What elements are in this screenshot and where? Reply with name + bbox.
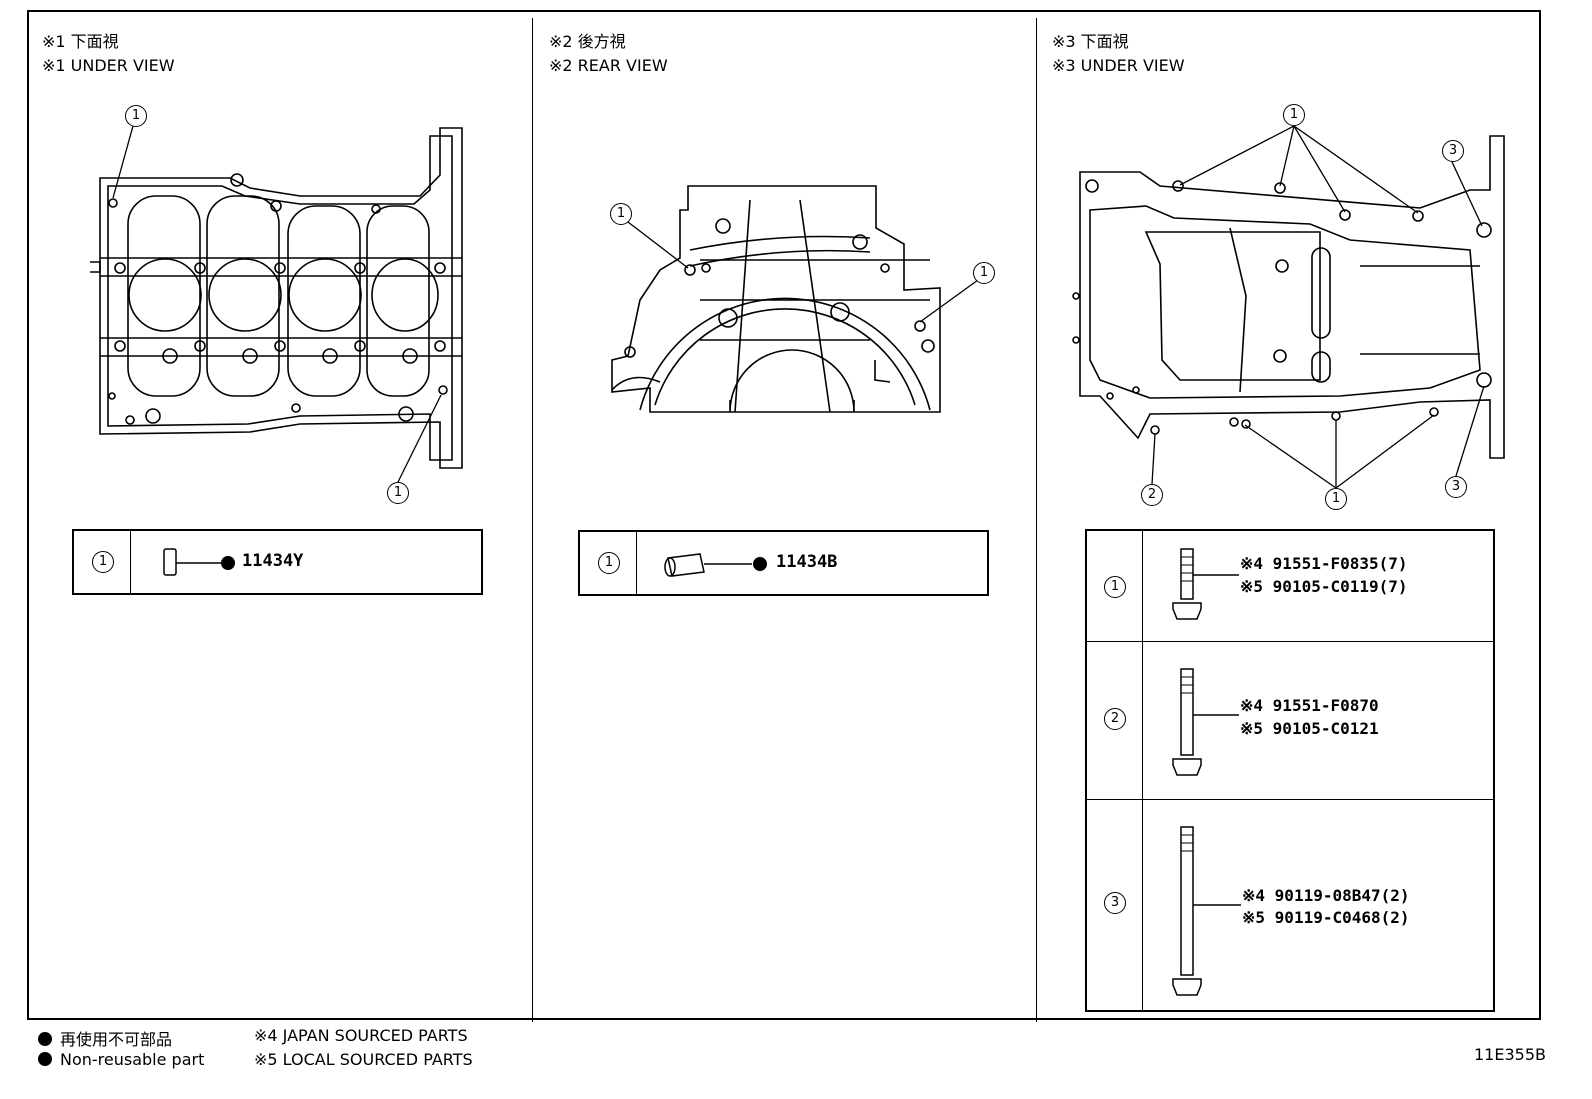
- bolt-row1-japan-part: ※4 91551-F0835(7): [1240, 554, 1408, 573]
- panel1-part-number: 11434Y: [242, 551, 304, 571]
- nonreusable-dot-icon: [38, 1052, 52, 1066]
- panel3-header: ※3 下面視 ※3 UNDER VIEW: [1052, 30, 1185, 78]
- panel-divider-2: [1036, 18, 1037, 1022]
- panel1-parts-table: 1 11434Y: [72, 529, 483, 595]
- callout-1-panel3-bottom: 1: [1325, 488, 1347, 510]
- panel2-header: ※2 後方視 ※2 REAR VIEW: [549, 30, 668, 78]
- callout-1-panel2-left: 1: [610, 203, 632, 225]
- bolt-row2-japan-part: ※4 91551-F0870: [1240, 696, 1379, 715]
- callout-1-panel2-right: 1: [973, 262, 995, 284]
- legend-nonreusable-en-row: Non-reusable part: [38, 1050, 204, 1069]
- panel3-header-en: ※3 UNDER VIEW: [1052, 56, 1185, 75]
- panel2-part-number: 11434B: [776, 552, 838, 572]
- panel2-table-index: 1: [598, 552, 620, 574]
- callout-1-panel3-top: 1: [1283, 104, 1305, 126]
- diagram-frame: [27, 10, 1541, 1020]
- short-flange-bolt-icon: [1172, 548, 1239, 620]
- panel3-bolt-table: 1 ※4 91551-F0835(7) ※5 90105-C0119(7) 2 …: [1085, 529, 1495, 1012]
- medium-flange-bolt-icon: [1172, 668, 1239, 776]
- dowel-pin-angled-icon: [664, 553, 767, 577]
- callout-3-panel3-bottom: 3: [1445, 476, 1467, 498]
- bolt-table-row3-index: 3: [1104, 892, 1126, 914]
- legend-note5: ※5 LOCAL SOURCED PARTS: [254, 1050, 473, 1069]
- bolt-table-row1-index: 1: [1104, 576, 1126, 598]
- panel1-table-index: 1: [92, 551, 114, 573]
- panel3-header-jp: ※3 下面視: [1052, 32, 1129, 51]
- panel1-header-en: ※1 UNDER VIEW: [42, 56, 175, 75]
- bolt-row2-local-part: ※5 90105-C0121: [1240, 719, 1379, 738]
- nonreusable-dot-icon: [38, 1032, 52, 1046]
- callout-3-panel3-top: 3: [1442, 140, 1464, 162]
- figure-id: 11E355B: [1474, 1045, 1546, 1064]
- panel-divider-1: [532, 18, 533, 1022]
- dowel-pin-icon: [163, 548, 235, 576]
- legend-nonreusable-jp: 再使用不可部品: [60, 1030, 173, 1049]
- panel2-parts-table: 1 11434B: [578, 530, 989, 596]
- legend-nonreusable-jp-row: 再使用不可部品: [38, 1026, 172, 1050]
- legend-note4: ※4 JAPAN SOURCED PARTS: [254, 1026, 468, 1045]
- bolt-row3-japan-part: ※4 90119-08B47(2): [1242, 886, 1410, 905]
- panel1-header: ※1 下面視 ※1 UNDER VIEW: [42, 30, 175, 78]
- callout-2-panel3: 2: [1141, 484, 1163, 506]
- bolt-row1-local-part: ※5 90105-C0119(7): [1240, 577, 1408, 596]
- callout-1-panel1-bottom: 1: [387, 482, 409, 504]
- callout-1-panel1-top: 1: [125, 105, 147, 127]
- panel2-header-jp: ※2 後方視: [549, 32, 626, 51]
- panel1-header-jp: ※1 下面視: [42, 32, 119, 51]
- long-flange-bolt-icon: [1172, 826, 1241, 996]
- panel2-header-en: ※2 REAR VIEW: [549, 56, 668, 75]
- legend-nonreusable-en: Non-reusable part: [60, 1050, 205, 1069]
- bolt-table-row2-index: 2: [1104, 708, 1126, 730]
- bolt-row3-local-part: ※5 90119-C0468(2): [1242, 908, 1410, 927]
